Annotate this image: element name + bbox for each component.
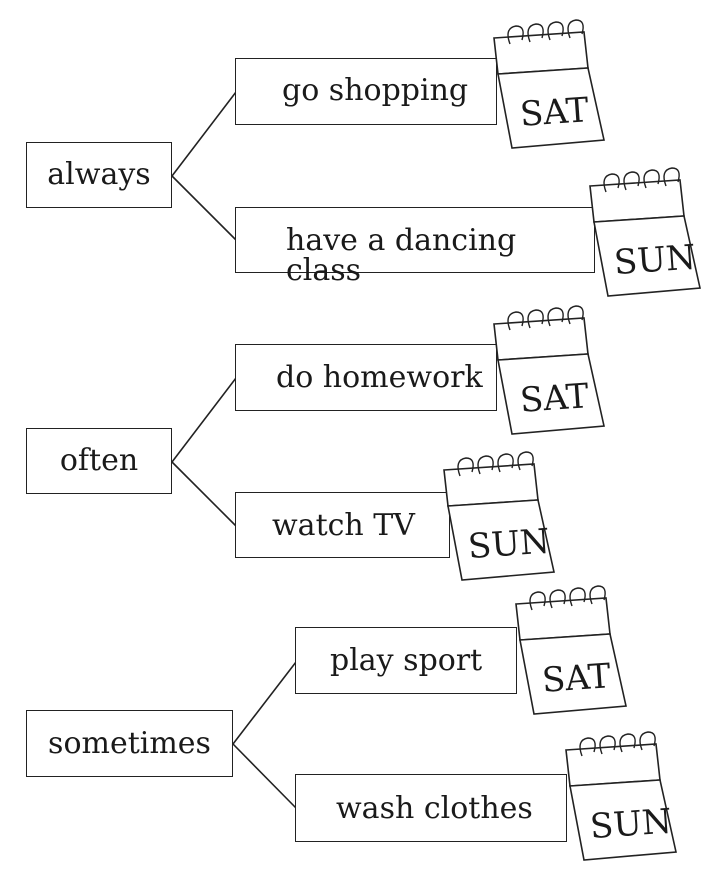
connector-often-bottom <box>171 461 237 527</box>
frequency-label: always <box>47 157 151 192</box>
activity-label: play sport <box>330 643 483 678</box>
calendar-icon: SAT <box>493 305 605 435</box>
connector-often-top <box>171 377 237 463</box>
calendar-icon: SUN <box>565 731 677 861</box>
activity-box-play-sport: play sport <box>295 627 517 694</box>
connector-sometimes-bottom <box>232 743 297 809</box>
activity-box-dancing-class: have a dancing class <box>235 207 595 286</box>
activity-label: watch TV <box>272 508 415 543</box>
frequency-label: often <box>59 443 139 478</box>
calendar-icon: SAT <box>493 19 605 149</box>
connector-sometimes-top <box>232 661 297 745</box>
calendar-icon: SAT <box>515 585 627 715</box>
day-label: SAT <box>519 376 591 421</box>
activity-label: do homework <box>276 360 483 395</box>
activity-label: go shopping <box>282 73 469 108</box>
connector-always-bottom <box>171 175 237 241</box>
day-label: SAT <box>541 656 613 701</box>
activity-box-wash-clothes: wash clothes <box>295 774 567 842</box>
activity-label: have a dancing class <box>286 223 517 288</box>
frequency-box-always: always <box>26 142 172 208</box>
day-label: SUN <box>467 521 551 567</box>
calendar-icon: SUN <box>443 451 555 581</box>
frequency-box-often: often <box>26 428 172 494</box>
connector-always-top <box>171 91 237 177</box>
day-label: SUN <box>613 237 697 283</box>
day-label: SUN <box>589 801 673 847</box>
activity-box-watch-tv: watch TV <box>235 492 450 558</box>
activity-box-do-homework: do homework <box>235 344 497 411</box>
day-label: SAT <box>519 90 591 135</box>
frequency-box-sometimes: sometimes <box>26 710 233 777</box>
activity-label: wash clothes <box>336 791 533 826</box>
calendar-icon: SUN <box>589 167 701 297</box>
frequency-label: sometimes <box>48 725 211 761</box>
activity-box-go-shopping: go shopping <box>235 58 497 125</box>
